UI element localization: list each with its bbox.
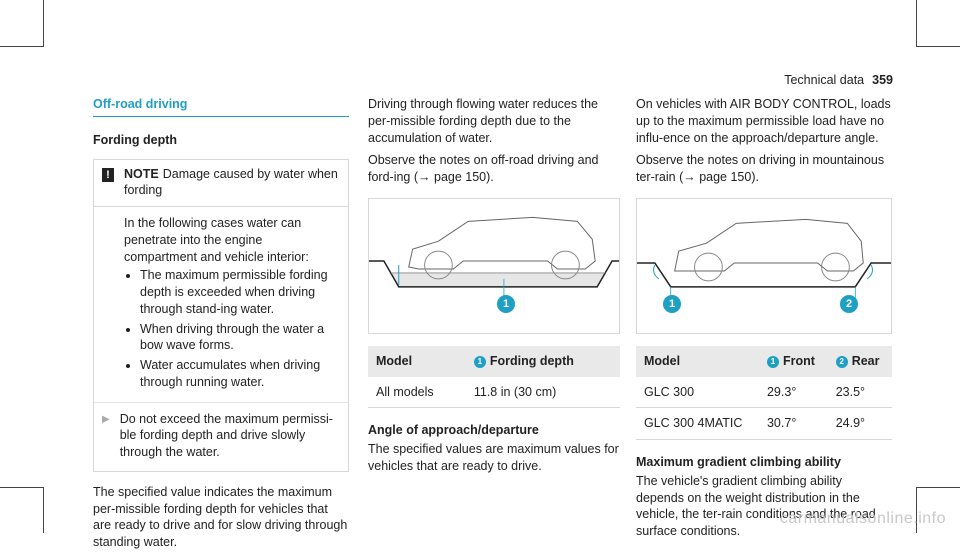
- sub-title-fording-depth: Fording depth: [93, 132, 178, 147]
- column-right: On vehicles with AIR BODY CONTROL, loads…: [636, 96, 892, 546]
- car-fording-drawing: [369, 216, 619, 333]
- page-number: 359: [872, 73, 893, 87]
- crop-mark: [916, 0, 917, 46]
- list-item: The maximum permissible fording depth is…: [140, 267, 338, 317]
- note-tip: ▶ Do not exceed the maximum permissi-ble…: [94, 401, 348, 471]
- list-item: When driving through the water a bow wav…: [140, 321, 338, 355]
- table-cell: GLC 300: [636, 376, 759, 409]
- callout-badge: 1: [663, 294, 681, 313]
- column-header: Model: [636, 345, 759, 377]
- crop-mark: [916, 487, 917, 533]
- approach-angle-illustration: 1 2: [636, 197, 892, 334]
- column-header: Model: [368, 345, 466, 377]
- paragraph: Driving through flowing water reduces th…: [368, 97, 598, 145]
- callout-badge: 2: [840, 294, 858, 313]
- note-label: NOTE: [124, 166, 159, 181]
- play-arrow-icon: ▶: [102, 413, 110, 425]
- fording-depth-illustration: 1: [368, 197, 620, 334]
- crop-mark: [0, 46, 44, 47]
- crop-mark: [43, 0, 44, 46]
- table-cell: All models: [368, 376, 466, 409]
- car-ramp-drawing: [637, 218, 891, 299]
- note-list: The maximum permissible fording depth is…: [124, 267, 338, 390]
- table-cell: 11.8 in (30 cm): [465, 376, 620, 409]
- table-cell: 24.9°: [827, 407, 892, 440]
- callout-badge: 1: [473, 355, 486, 368]
- paragraph: Observe the notes on off-road driving an…: [368, 153, 599, 184]
- crop-mark: [0, 487, 44, 488]
- page-header: Technical data 359: [784, 72, 893, 89]
- paragraph: On vehicles with AIR BODY CONTROL, loads…: [636, 97, 891, 145]
- paragraph: The specified value indicates the maximu…: [93, 484, 348, 549]
- warning-icon: !: [102, 167, 114, 182]
- callout-badge: 2: [835, 355, 848, 368]
- sub-title-approach-angle: Angle of approach/departure: [368, 423, 539, 438]
- note-body: In the following cases water can penetra…: [94, 207, 348, 402]
- sub-title-gradient: Maximum gradient climbing ability: [636, 455, 841, 469]
- table-cell: GLC 300 4MATIC: [636, 407, 759, 440]
- table-row: GLC 300 29.3° 23.5°: [636, 376, 892, 409]
- section-title: Off-road driving: [93, 96, 349, 117]
- watermark: carmanualsonline.info: [779, 509, 946, 527]
- note-intro: In the following cases water can penetra…: [124, 216, 309, 264]
- table-cell: 30.7°: [758, 407, 828, 440]
- callout-badge: 1: [766, 355, 779, 368]
- callout-badge: 1: [497, 294, 515, 313]
- table-cell: 23.5°: [827, 376, 892, 409]
- table-cell: 29.3°: [758, 376, 828, 409]
- header-section: Technical data: [784, 73, 865, 87]
- column-middle: Driving through flowing water reduces th…: [368, 96, 620, 481]
- crop-mark: [916, 487, 960, 488]
- crop-mark: [916, 46, 960, 47]
- paragraph: The vehicle's gradient climbing ability …: [636, 473, 876, 538]
- list-item: Water accumulates when driving through r…: [140, 357, 338, 391]
- table-row: All models 11.8 in (30 cm): [368, 376, 620, 409]
- paragraph: The specified values are maximum values …: [368, 442, 619, 473]
- paragraph: Observe the notes on driving in mountain…: [636, 153, 885, 184]
- table-row: GLC 300 4MATIC 30.7° 24.9°: [636, 407, 892, 440]
- note-title: Damage caused by water when fording: [124, 166, 338, 198]
- crop-mark: [43, 487, 44, 533]
- note-tip-text: Do not exceed the maximum permissi-ble f…: [119, 411, 333, 460]
